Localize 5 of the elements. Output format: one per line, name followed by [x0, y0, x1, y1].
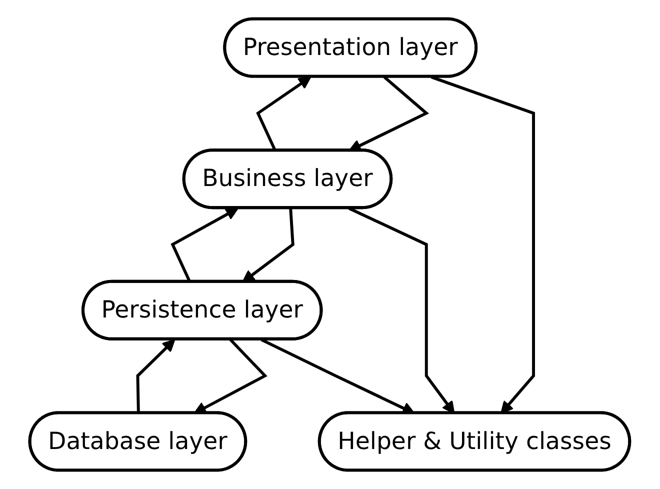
arrow	[348, 207, 456, 414]
arrow	[136, 339, 176, 414]
arrow	[194, 338, 268, 414]
arrow	[256, 76, 312, 152]
arrow	[431, 76, 536, 414]
